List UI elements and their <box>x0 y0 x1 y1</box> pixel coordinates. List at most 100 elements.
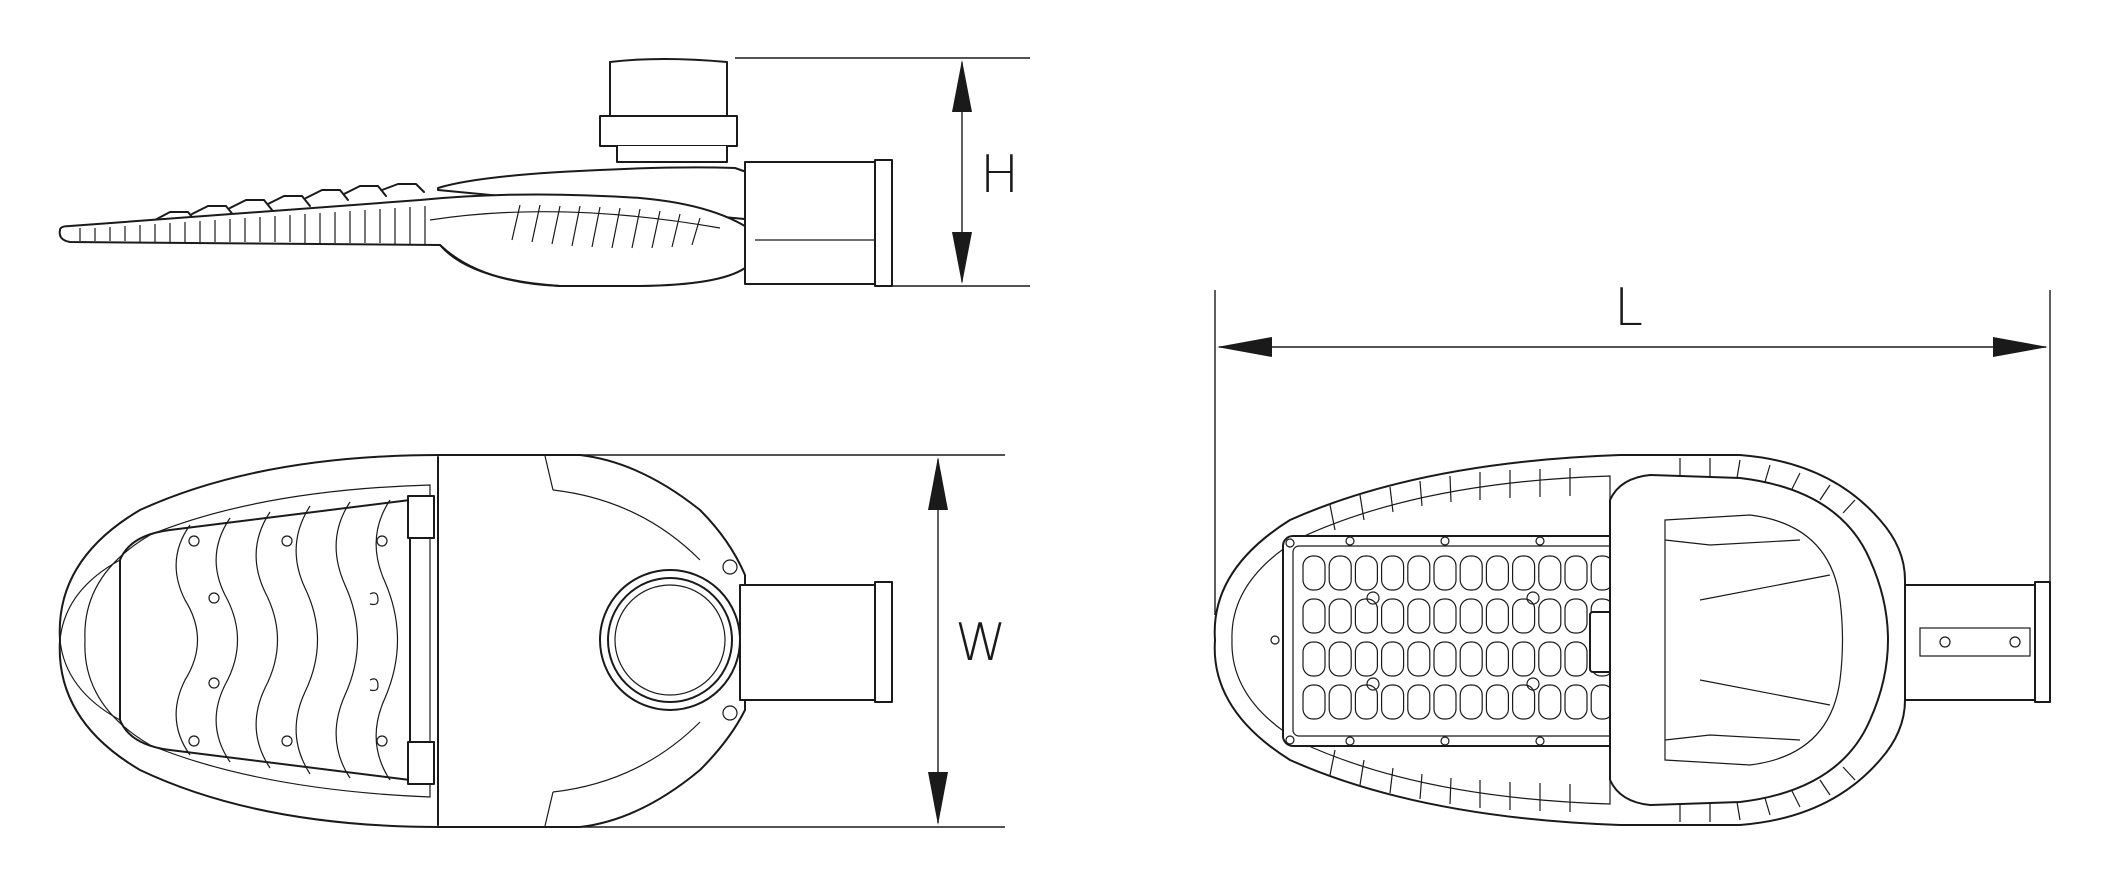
bracket-flange-bottom <box>2034 581 2051 703</box>
inner-shell <box>84 484 431 798</box>
led-lens <box>1538 684 1562 720</box>
led-lens <box>1485 598 1510 634</box>
led-lens <box>1433 598 1457 634</box>
led-lens <box>1511 555 1536 591</box>
led-lens <box>1407 684 1431 720</box>
bracket-slot <box>1919 627 2031 657</box>
bowl-curve <box>439 244 561 287</box>
fin-ribs-side <box>79 206 426 244</box>
led-lens <box>1538 641 1562 677</box>
photocell-neck <box>616 145 728 163</box>
driver-detail-d <box>1699 679 1831 706</box>
side-view: H <box>58 57 1030 287</box>
mount-screw-top <box>722 559 738 575</box>
heatsink-grille-side <box>511 204 701 249</box>
cooling-fins-side <box>154 183 425 223</box>
h-arrow-top <box>952 60 972 112</box>
led-lens <box>1511 641 1536 677</box>
clip-top <box>407 495 435 539</box>
width-label: W <box>955 613 1006 673</box>
driver-detail-a <box>1664 539 1801 546</box>
mounting-bracket-bottom <box>1904 584 2036 701</box>
bottom-view: L <box>1213 278 2051 826</box>
photocell-cap <box>609 58 728 117</box>
h-arrow-bottom <box>952 232 972 284</box>
led-lens <box>1328 641 1352 677</box>
bracket-flange-side <box>874 159 893 287</box>
led-lens <box>1328 598 1352 634</box>
led-lens <box>1302 641 1326 677</box>
lens-screw <box>1526 677 1540 691</box>
led-lens <box>1433 641 1457 677</box>
led-lens <box>1485 684 1510 720</box>
mount-screw-bottom <box>722 705 738 721</box>
led-lens <box>1433 684 1457 720</box>
lens-screw <box>1366 591 1380 605</box>
led-lens <box>1354 641 1379 677</box>
photocell-inner <box>607 577 733 703</box>
photocell-base <box>599 115 738 147</box>
w-arrow-top <box>928 457 948 510</box>
led-lens <box>1380 555 1405 591</box>
fin-ticks-upper <box>1329 458 1856 531</box>
led-lens <box>1564 684 1588 720</box>
led-lens <box>1380 684 1405 720</box>
fin-ticks-lower <box>1329 749 1856 822</box>
driver-cover <box>1609 474 1889 806</box>
led-lens <box>1354 555 1379 591</box>
seam-bottom <box>544 791 554 827</box>
led-lens-grid <box>1302 555 1614 720</box>
led-lens <box>1511 684 1536 720</box>
wavy-fins <box>175 499 399 781</box>
inner-line <box>429 211 721 229</box>
led-lens <box>1328 555 1352 591</box>
driver-detail-b <box>1664 734 1801 741</box>
led-lens <box>1459 555 1483 591</box>
w-arrow-bottom <box>928 772 948 825</box>
photocell-core <box>614 584 726 696</box>
led-lens <box>1538 598 1562 634</box>
led-lens <box>1564 641 1588 677</box>
lens-screw <box>1526 591 1540 605</box>
l-arrow-right <box>1993 337 2048 357</box>
led-lens <box>1511 598 1536 634</box>
bracket-bolt-b <box>2009 636 2021 648</box>
mounting-bracket-top <box>739 584 876 701</box>
led-lens <box>1459 598 1483 634</box>
driver-detail-c <box>1699 574 1831 601</box>
led-lens <box>1407 555 1431 591</box>
led-lens <box>1380 641 1405 677</box>
seam-top <box>544 455 554 491</box>
led-lens <box>1485 641 1510 677</box>
mounting-bracket-side <box>744 161 876 285</box>
top-view: W <box>58 454 1006 828</box>
clip-bottom <box>407 741 435 785</box>
led-lens <box>1407 598 1431 634</box>
driver-window <box>1664 514 1844 766</box>
led-lens <box>1538 555 1562 591</box>
led-lens <box>1328 684 1352 720</box>
led-lens <box>1433 555 1457 591</box>
led-lens <box>1459 641 1483 677</box>
led-lens <box>1302 598 1326 634</box>
cover-curve-top <box>552 489 701 561</box>
led-lens <box>1459 684 1483 720</box>
cover-curve-bottom <box>552 721 701 793</box>
bracket-bolt-a <box>1939 636 1951 648</box>
led-lens <box>1302 555 1326 591</box>
led-lens <box>1302 684 1326 720</box>
led-lens <box>1564 598 1588 634</box>
l-arrow-left <box>1217 337 1272 357</box>
bracket-flange-top <box>874 581 893 703</box>
led-lens <box>1354 598 1379 634</box>
led-lens <box>1407 641 1431 677</box>
led-lens <box>1564 555 1588 591</box>
lens-screw <box>1366 677 1380 691</box>
led-lens <box>1485 555 1510 591</box>
led-lens <box>1354 684 1379 720</box>
height-label: H <box>980 145 1019 205</box>
length-label: L <box>1614 278 1643 338</box>
led-lens <box>1380 598 1405 634</box>
